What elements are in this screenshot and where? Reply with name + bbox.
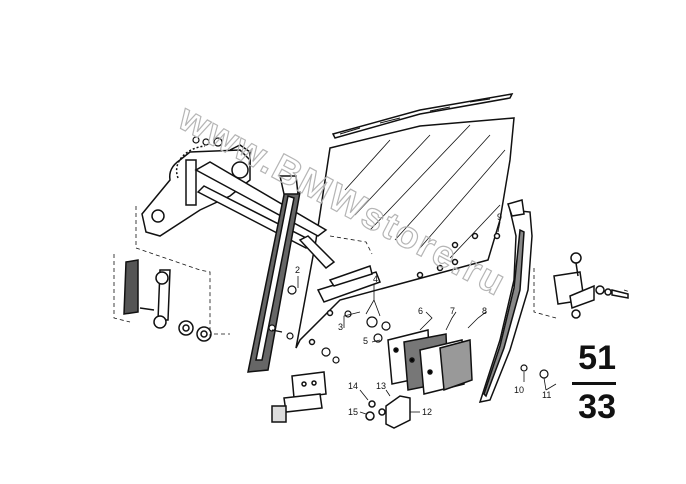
window-channel-strip <box>331 93 514 139</box>
callout-10: 10 <box>514 385 524 395</box>
dashed-outlines <box>113 206 631 340</box>
fasteners <box>192 136 549 379</box>
callout-14: 14 <box>348 381 358 391</box>
callout-11: 11 <box>542 390 551 400</box>
lower-bracket <box>271 371 327 423</box>
callout-13: 13 <box>376 381 386 391</box>
group-number-sub: 33 <box>578 388 616 426</box>
callout-4: 4 <box>373 274 378 284</box>
rear-channel-rubber <box>247 175 301 373</box>
glass-bracket <box>316 265 381 303</box>
group-number-main: 51 <box>578 339 616 377</box>
leader-lines <box>297 221 557 415</box>
bracket-12 <box>365 395 411 429</box>
callout-15: 15 <box>348 407 358 417</box>
callout-8: 8 <box>482 306 487 316</box>
callout-2: 2 <box>295 265 300 275</box>
hinge-bracket <box>553 252 629 319</box>
group-number-divider <box>572 382 616 385</box>
callout-6: 6 <box>418 306 423 316</box>
front-channel <box>478 199 533 403</box>
callout-9: 9 <box>497 212 502 222</box>
callout-3: 3 <box>338 322 343 332</box>
callout-5: 5 <box>363 336 368 346</box>
roller-parts <box>123 259 212 342</box>
lift-plate-assembly <box>387 329 473 395</box>
callout-7: 7 <box>450 306 455 316</box>
callout-12: 12 <box>422 407 432 417</box>
